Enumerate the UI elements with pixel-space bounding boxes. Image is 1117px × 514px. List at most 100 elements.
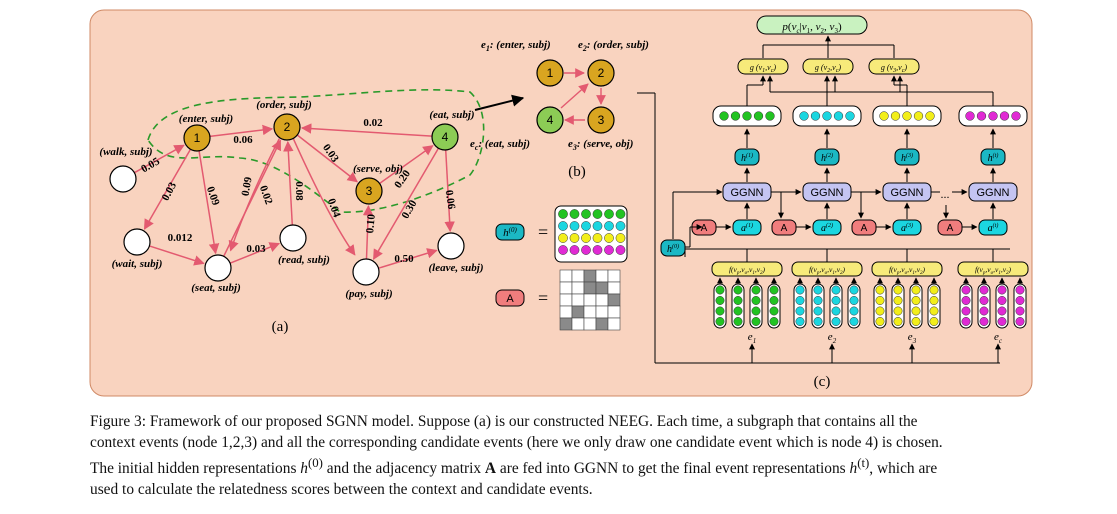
legend-dot — [604, 233, 614, 243]
embedding-cell — [831, 306, 841, 316]
hidden-state-label: h(2) — [821, 152, 833, 164]
embedding-cell — [997, 296, 1007, 305]
edge-weight: 0.02 — [363, 117, 383, 129]
panel-c: p(vc|v1, v2, v3)g (v1,vc)g (v2,vc)g (v3,… — [637, 15, 1029, 390]
node-label: (walk, subj) — [99, 146, 152, 158]
event-label: e1 — [748, 331, 756, 345]
matrix-cell — [559, 293, 573, 307]
node-b-2-number: 2 — [598, 66, 605, 80]
embedding-cell — [893, 306, 903, 316]
embedding-cell — [769, 317, 779, 326]
node-number: 2 — [284, 120, 291, 134]
vector-cell — [730, 111, 741, 121]
hidden-state-label: h(1) — [741, 152, 753, 164]
edge-seat-n2 — [223, 139, 282, 257]
probability-box — [756, 15, 868, 35]
node-label: (eat, subj) — [429, 109, 474, 121]
embedding-column — [811, 283, 825, 329]
ggnn-block — [968, 182, 1018, 202]
legend-dot — [592, 245, 603, 255]
score-label: g (v2,vc) — [815, 63, 841, 74]
embedding-cell — [715, 317, 725, 326]
embedding-cell — [831, 317, 841, 326]
vector-cell — [965, 111, 975, 121]
matrix-cell — [607, 269, 621, 283]
embedding-cell — [997, 306, 1007, 316]
vector-cell — [742, 111, 752, 121]
legend-dot — [592, 221, 603, 231]
caption-line-1: Figure 3: Framework of our proposed SGNN… — [90, 413, 918, 430]
hidden-state-box — [894, 148, 920, 166]
embedding-cell — [769, 306, 779, 316]
embedding-column — [1013, 283, 1027, 329]
embedding-cell — [769, 296, 779, 305]
activation-box — [812, 219, 842, 236]
vector-cell — [976, 111, 987, 121]
embedding-cell — [961, 317, 971, 326]
matrix-cell — [607, 317, 621, 331]
embedding-cell — [979, 296, 989, 305]
node-b-1 — [536, 59, 564, 87]
activation-box — [892, 219, 922, 236]
embedding-cell — [813, 306, 823, 316]
edge-weight: 0.09 — [239, 175, 254, 197]
adjacency-label: A — [861, 223, 868, 234]
edge-n1-seat — [198, 150, 220, 255]
panel-label-a: (a) — [272, 319, 289, 335]
embedding-cell — [893, 296, 903, 305]
activation-label: a(t) — [988, 222, 999, 234]
legend-dot — [558, 233, 568, 243]
embedding-cell — [961, 285, 971, 295]
embedding-column — [873, 283, 887, 329]
event-function-label: f(vp,vo,v1,v2) — [809, 265, 846, 276]
node-wait — [123, 228, 151, 256]
edge-b-4-2 — [560, 83, 589, 109]
initial-hidden-label: h(0) — [667, 243, 679, 255]
embedding-cell — [795, 296, 805, 305]
embedding-cell — [849, 317, 859, 326]
edge-n4-pay — [372, 147, 440, 260]
legend-equals-1: = — [538, 222, 548, 242]
embedding-cell — [929, 306, 939, 316]
legend-dot — [604, 245, 614, 255]
edge-n2-n3 — [296, 134, 359, 183]
vector-cell — [810, 111, 821, 121]
panel-label-c: (c) — [814, 374, 831, 390]
embedding-cell — [979, 285, 989, 295]
node-leave — [437, 232, 465, 260]
ggnn-label: GGNN — [731, 187, 764, 199]
node-walk — [109, 165, 137, 193]
edge-weight: 0.50 — [394, 253, 414, 265]
node-pay — [352, 258, 380, 286]
node-read — [279, 224, 307, 252]
matrix-cell — [559, 317, 573, 331]
edge-n1-wait — [143, 148, 192, 230]
embedding-cell — [751, 285, 761, 295]
event-function-label: f(vp,vo,v1,v2) — [729, 265, 766, 276]
edge-n4-leave — [444, 149, 455, 233]
embedding-cell — [929, 285, 939, 295]
embedding-cell — [849, 296, 859, 305]
event-function-label: f(vp,vo,v1,v2) — [975, 265, 1012, 276]
legend-dot — [581, 221, 591, 231]
activation-label: a(1) — [741, 222, 753, 234]
vector-cell — [1011, 111, 1021, 121]
vector-cell — [833, 111, 844, 121]
activation-box — [732, 219, 762, 236]
embedding-column — [909, 283, 923, 329]
embedding-column — [731, 283, 745, 329]
matrix-cell — [571, 305, 585, 319]
edge-walk-n1 — [134, 144, 185, 174]
event-label: e3 — [908, 331, 917, 345]
embedding-cell — [751, 296, 761, 305]
score-node — [868, 58, 920, 75]
score-label: g (v3,vc) — [881, 63, 907, 74]
legend-dot — [569, 221, 580, 231]
node-number: 3 — [366, 184, 373, 198]
edge-weight: 0.012 — [168, 232, 193, 244]
caption-line-3: The initial hidden representations h(0) … — [90, 456, 938, 478]
embedding-cell — [831, 285, 841, 295]
embedding-cell — [751, 306, 761, 316]
embedding-cell — [813, 296, 823, 305]
